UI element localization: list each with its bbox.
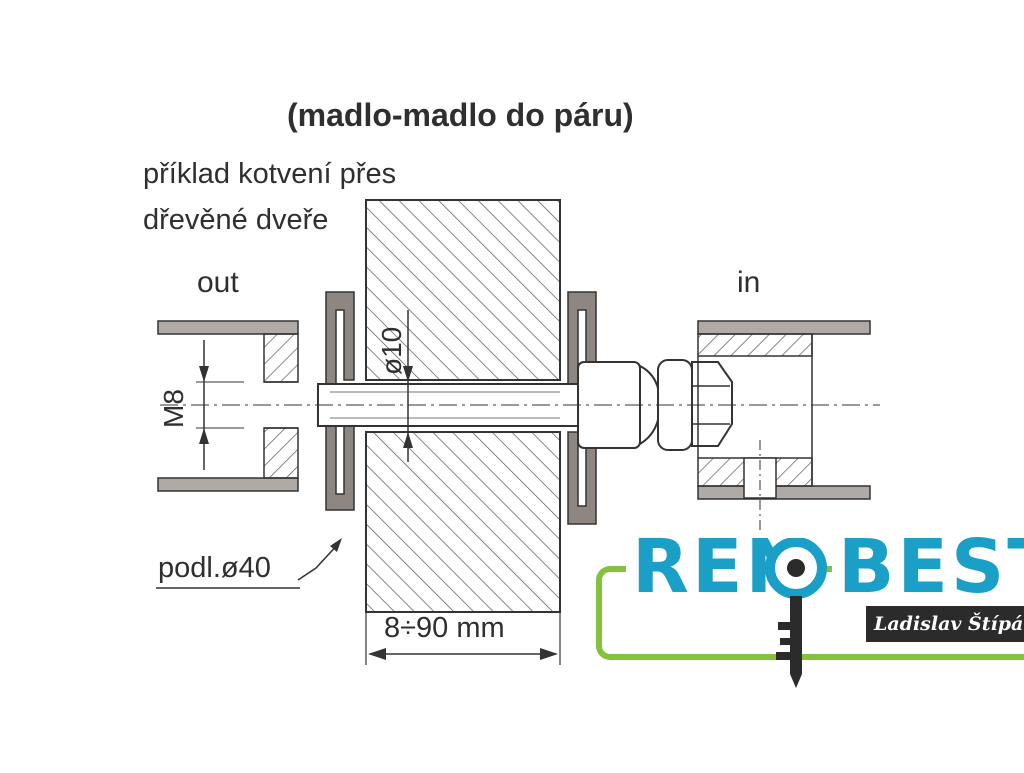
in-tube-top bbox=[697, 320, 871, 335]
hole-diameter-label: ø10 bbox=[376, 326, 407, 375]
washer-label: podl.ø40 bbox=[158, 552, 271, 584]
logo-name-part2: BEST bbox=[832, 530, 1024, 604]
subtitle-line-2: dřevěné dveře bbox=[143, 204, 329, 236]
in-side-label: in bbox=[737, 266, 761, 299]
out-tube-top bbox=[157, 320, 299, 335]
washer-leader bbox=[297, 541, 341, 581]
in-tube-bottom bbox=[697, 485, 871, 500]
logo-tagline: Ladislav Štípánek bbox=[866, 606, 1024, 642]
door-upper bbox=[365, 199, 561, 381]
out-tube-bottom bbox=[157, 477, 299, 492]
out-insert-top bbox=[263, 333, 299, 383]
in-insert-top bbox=[697, 333, 813, 357]
out-insert-bottom bbox=[263, 427, 299, 479]
door-thickness-label: 8÷90 mm bbox=[384, 612, 505, 644]
drawing-title: (madlo-madlo do páru) bbox=[287, 97, 634, 133]
set-screw bbox=[743, 457, 777, 499]
out-washer bbox=[325, 291, 355, 511]
subtitle-line-1: příklad kotvení přes bbox=[143, 158, 397, 190]
key-icon bbox=[765, 538, 827, 688]
door-lower bbox=[365, 431, 561, 613]
thread-size-label: M8 bbox=[158, 389, 189, 428]
out-side-label: out bbox=[197, 266, 239, 299]
in-nut bbox=[691, 361, 733, 447]
